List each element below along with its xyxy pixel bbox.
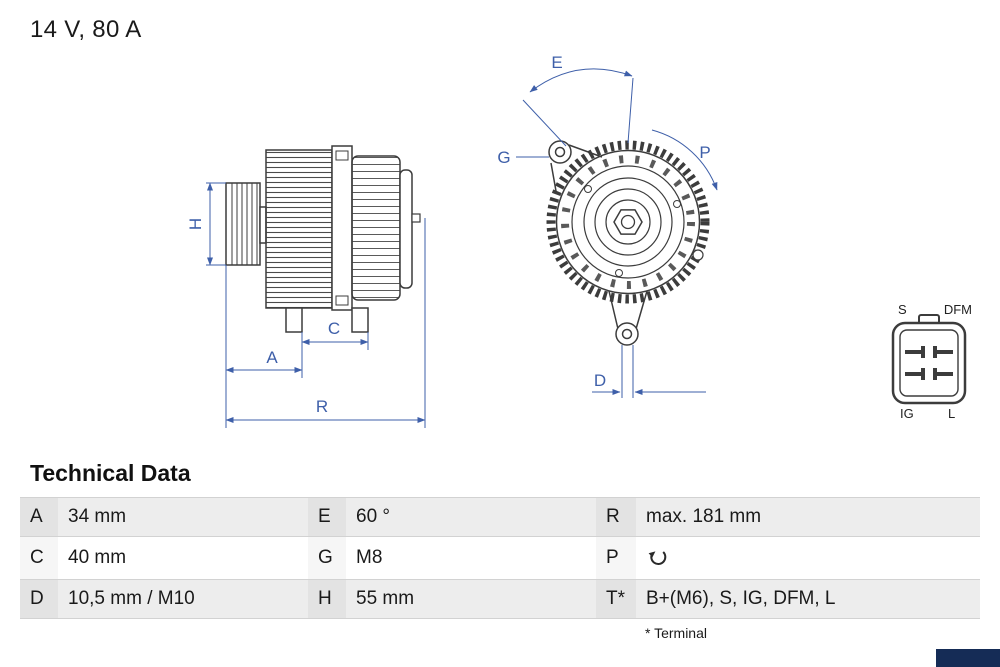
- spec-key-r: R: [596, 497, 636, 537]
- side-view-drawing: [225, 145, 421, 333]
- technical-data-table: A 34 mm E 60 ° R max. 181 mm C 40 mm G M…: [20, 497, 980, 619]
- spec-value-p: [636, 536, 980, 580]
- stator-band: [331, 145, 353, 311]
- front-view-dimensions: [516, 68, 718, 398]
- side-view-dimensions: [206, 182, 426, 428]
- terminal-footnote: * Terminal: [645, 625, 707, 641]
- connector-label-dfm: DFM: [944, 302, 972, 317]
- table-row: C 40 mm G M8 P: [20, 536, 980, 580]
- spec-key-c: C: [20, 536, 58, 580]
- mounting-lug-bottom: [608, 290, 648, 346]
- toothed-ring: [546, 140, 710, 304]
- dim-label-H: H: [186, 218, 205, 230]
- spec-key-a: A: [20, 497, 58, 537]
- mounting-lug-right: [692, 249, 704, 261]
- front-housing: [265, 149, 333, 309]
- page-title: 14 V, 80 A: [30, 16, 142, 43]
- connector-pins: [905, 346, 953, 380]
- dim-label-A: A: [266, 348, 278, 367]
- spec-key-g: G: [308, 536, 346, 580]
- rotation-direction-icon: [648, 551, 667, 566]
- spec-key-e: E: [308, 497, 346, 537]
- spec-key-h: H: [308, 579, 346, 619]
- brand-color-bar: [936, 649, 1000, 667]
- mounting-foot-rear: [351, 307, 369, 333]
- table-row: D 10,5 mm / M10 H 55 mm T* B+(M6), S, IG…: [20, 579, 980, 619]
- connector-label-s: S: [898, 302, 907, 317]
- connector-label-l: L: [948, 406, 955, 421]
- rear-housing: [351, 155, 401, 301]
- dim-label-D: D: [594, 371, 606, 390]
- mounting-foot-front: [285, 307, 303, 333]
- spec-key-t: T*: [596, 579, 636, 619]
- dim-label-C: C: [328, 319, 340, 338]
- connector-drawing: [891, 314, 967, 405]
- vent-slots: [561, 155, 695, 289]
- section-title: Technical Data: [30, 460, 191, 486]
- spec-value-h: 55 mm: [346, 579, 596, 619]
- connector-label-ig: IG: [900, 406, 914, 421]
- technical-data-section: Technical Data A 34 mm E 60 ° R max. 181…: [0, 452, 1000, 641]
- spec-key-p: P: [596, 536, 636, 580]
- alternator-drawing-svg: H A C R: [186, 53, 972, 428]
- spec-value-r: max. 181 mm: [636, 497, 980, 537]
- mounting-lug-top: [548, 140, 603, 192]
- spec-value-e: 60 °: [346, 497, 596, 537]
- technical-drawing: H A C R: [186, 53, 972, 428]
- spec-value-c: 40 mm: [58, 536, 308, 580]
- spec-key-d: D: [20, 579, 58, 619]
- table-row: A 34 mm E 60 ° R max. 181 mm: [20, 497, 980, 537]
- spec-value-g: M8: [346, 536, 596, 580]
- terminal-stud: [411, 213, 421, 223]
- spec-value-t: B+(M6), S, IG, DFM, L: [636, 579, 980, 619]
- front-view-drawing: [546, 140, 710, 346]
- dim-label-R: R: [316, 397, 328, 416]
- dim-label-E: E: [551, 53, 562, 72]
- dim-label-G: G: [497, 148, 510, 167]
- spec-value-a: 34 mm: [58, 497, 308, 537]
- rear-cap: [399, 169, 413, 289]
- spec-value-d: 10,5 mm / M10: [58, 579, 308, 619]
- pulley: [225, 182, 267, 266]
- dim-label-P: P: [699, 143, 710, 162]
